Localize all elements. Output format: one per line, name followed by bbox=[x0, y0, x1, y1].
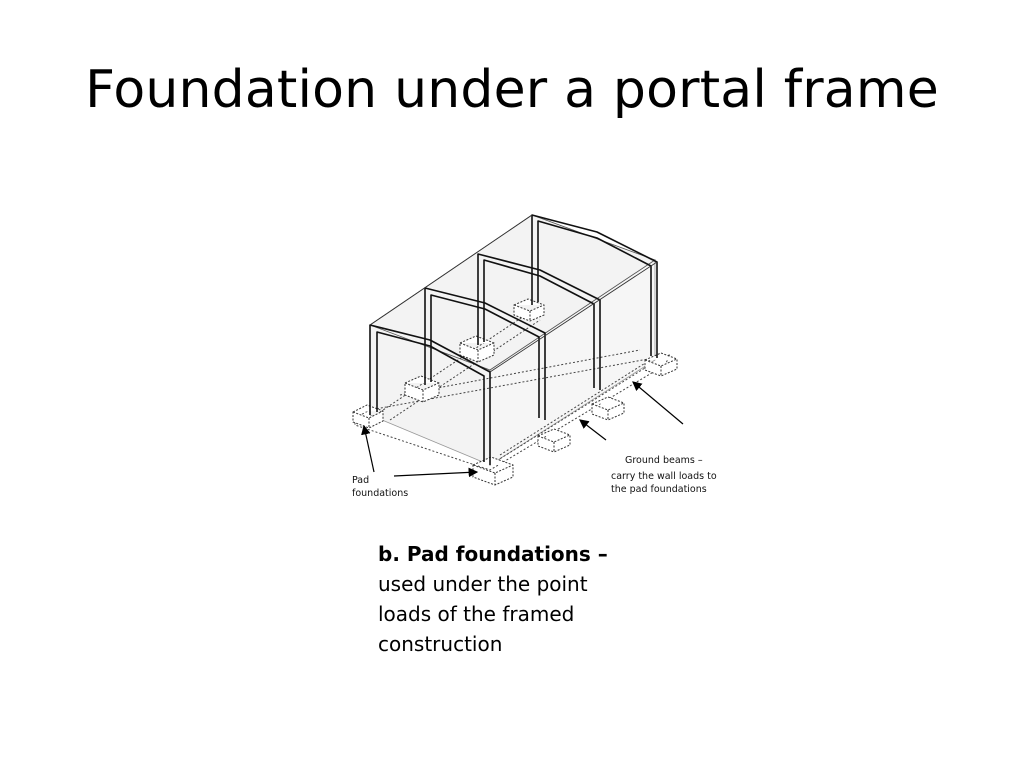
cladding bbox=[369, 214, 656, 466]
caption: b. Pad foundations – used under the poin… bbox=[378, 539, 628, 659]
pad-foundations-label: Pad foundations bbox=[352, 474, 422, 500]
caption-line1: used under the point bbox=[378, 572, 588, 596]
ground-beams-description: carry the wall loads to the pad foundati… bbox=[611, 470, 731, 496]
pad-label-line2: foundations bbox=[352, 488, 409, 499]
eaves-lines bbox=[369, 214, 658, 373]
pad-label-line1: Pad bbox=[352, 475, 370, 486]
ground-beams-line1: carry the wall loads to bbox=[611, 471, 717, 482]
caption-heading: b. Pad foundations – bbox=[378, 542, 608, 566]
ground-beams-title: Ground beams – bbox=[625, 455, 703, 466]
caption-line2: loads of the framed bbox=[378, 602, 575, 626]
portal-frames bbox=[369, 214, 658, 465]
portal-frame-diagram bbox=[352, 214, 684, 486]
caption-line3: construction bbox=[378, 632, 503, 656]
pad-foundations bbox=[352, 298, 678, 486]
slide-title: Foundation under a portal frame bbox=[85, 60, 939, 120]
ground-beams-line2: the pad foundations bbox=[611, 484, 707, 495]
annotation-arrows bbox=[361, 381, 684, 478]
